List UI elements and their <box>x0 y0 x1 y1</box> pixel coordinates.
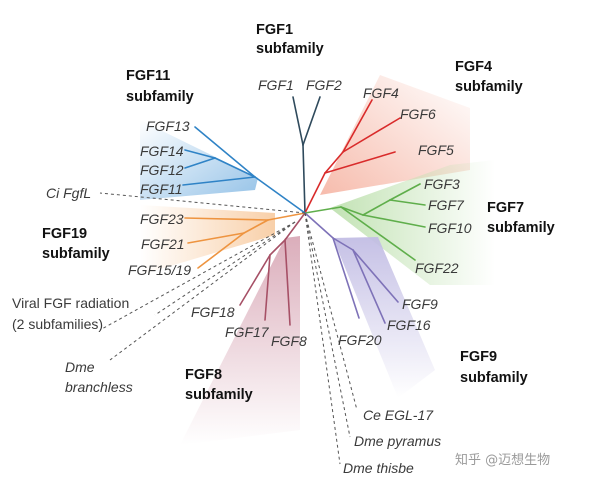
svg-text:subfamily: subfamily <box>42 246 110 262</box>
fgf7-branches <box>304 183 426 261</box>
leaf-dme-branchless-1: Dme <box>65 359 95 375</box>
fgf8-wedge <box>180 236 300 445</box>
fgf7-subfamily-label: FGF7 subfamily <box>487 200 555 236</box>
svg-text:FGF1: FGF1 <box>256 22 293 38</box>
leaf-fgf17: FGF17 <box>225 324 270 340</box>
leaf-fgf13: FGF13 <box>146 118 190 134</box>
fgf9-subfamily-label: FGF9 subfamily <box>460 349 528 386</box>
leaf-fgf1: FGF1 <box>258 77 294 93</box>
fgf9-wedge <box>333 237 435 398</box>
leaf-fgf4: FGF4 <box>363 85 399 101</box>
svg-text:subfamily: subfamily <box>256 41 324 57</box>
svg-text:Viral FGF radiation: Viral FGF radiation <box>12 295 129 311</box>
leaf-fgf11: FGF11 <box>140 181 183 197</box>
leaf-fgf22: FGF22 <box>415 260 459 276</box>
leaf-fgf23: FGF23 <box>140 211 184 227</box>
leaf-dme-thisbe: Dme thisbe <box>343 460 414 476</box>
svg-text:subfamily: subfamily <box>455 79 523 95</box>
fgf19-branches <box>184 212 306 269</box>
svg-text:FGF7: FGF7 <box>487 200 524 216</box>
leaf-ci-fgfl: Ci FgfL <box>46 185 91 201</box>
leaf-dme-branchless-2: branchless <box>65 379 133 395</box>
svg-text:FGF8: FGF8 <box>185 367 222 383</box>
leaf-fgf15-19: FGF15/19 <box>128 262 191 278</box>
leaf-fgf21: FGF21 <box>141 236 185 252</box>
leaf-fgf10: FGF10 <box>428 220 472 236</box>
fgf4-branches <box>304 99 401 214</box>
watermark: 知乎 @迈想生物 <box>455 452 550 468</box>
fgf19-subfamily-label: FGF19 subfamily <box>42 226 110 262</box>
fgf11-subfamily-label: FGF11 subfamily <box>126 68 194 105</box>
leaf-fgf2: FGF2 <box>306 77 342 93</box>
svg-text:subfamily: subfamily <box>185 387 253 403</box>
fgf4-subfamily-label: FGF4 subfamily <box>455 59 523 95</box>
viral-fgf-note: Viral FGF radiation (2 subfamilies) <box>12 295 129 332</box>
leaf-fgf7: FGF7 <box>428 197 465 213</box>
leaf-fgf8: FGF8 <box>271 333 307 349</box>
leaf-fgf6: FGF6 <box>400 106 436 122</box>
fgf8-subfamily-label: FGF8 subfamily <box>185 367 253 403</box>
fgf1-subfamily-label: FGF1 subfamily <box>256 22 324 57</box>
leaf-fgf20: FGF20 <box>338 332 382 348</box>
leaf-fgf3: FGF3 <box>424 176 460 192</box>
leaf-fgf9: FGF9 <box>402 296 438 312</box>
svg-text:FGF4: FGF4 <box>455 59 492 75</box>
svg-text:FGF19: FGF19 <box>42 226 87 242</box>
leaf-fgf16: FGF16 <box>387 317 431 333</box>
fgf9-branches <box>304 212 399 324</box>
fgf11-branches <box>182 126 306 214</box>
leaf-ce-egl17: Ce EGL-17 <box>363 407 434 423</box>
leaf-fgf18: FGF18 <box>191 304 235 320</box>
leaf-fgf12: FGF12 <box>140 162 184 178</box>
leaf-fgf5: FGF5 <box>418 142 454 158</box>
outgroup-dashed-lines <box>99 192 358 465</box>
svg-text:FGF9: FGF9 <box>460 349 497 365</box>
fgf7-wedge <box>330 160 495 285</box>
svg-text:FGF11: FGF11 <box>126 68 170 84</box>
svg-text:subfamily: subfamily <box>126 89 194 105</box>
fgf8-branches <box>239 212 306 326</box>
leaf-fgf14: FGF14 <box>140 143 184 159</box>
svg-text:(2 subfamilies): (2 subfamilies) <box>12 316 103 332</box>
svg-text:subfamily: subfamily <box>487 220 555 236</box>
svg-text:subfamily: subfamily <box>460 370 528 386</box>
fgf1-branches <box>292 96 321 214</box>
fgf4-wedge <box>320 75 470 195</box>
leaf-dme-pyramus: Dme pyramus <box>354 433 441 449</box>
